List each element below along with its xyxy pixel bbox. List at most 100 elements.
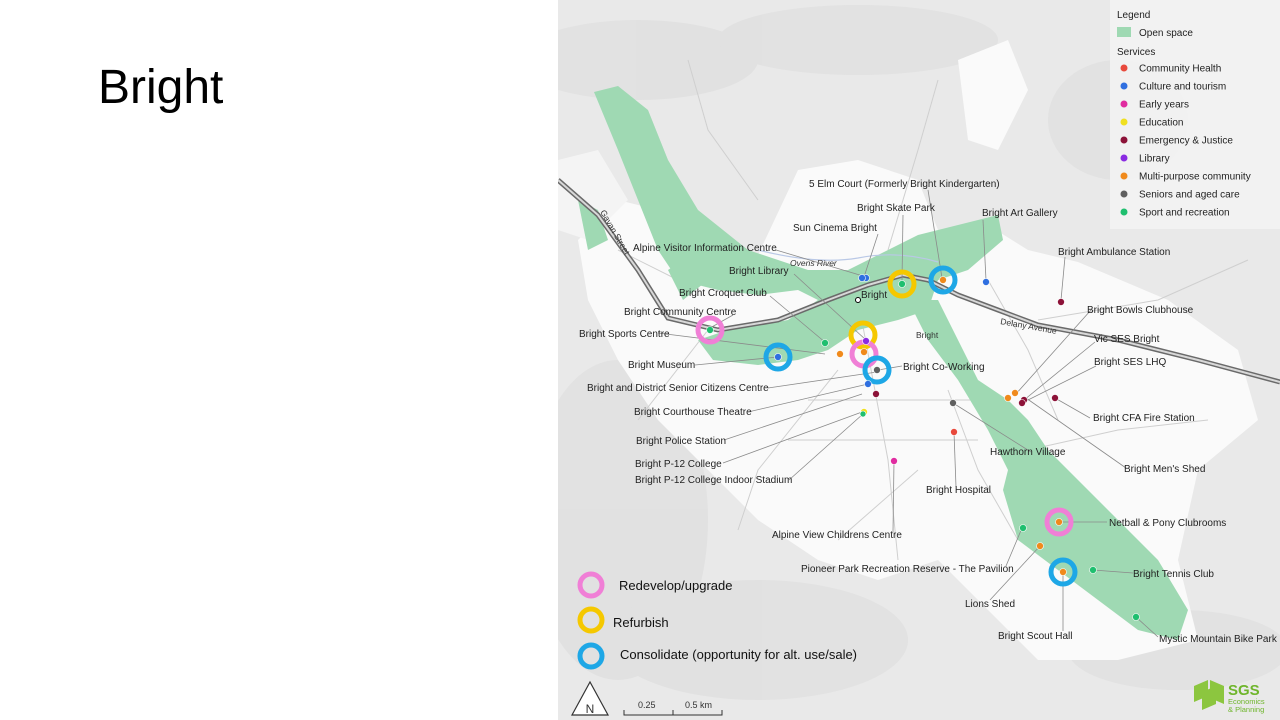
point-pioneer-park: [1019, 524, 1027, 532]
slide-title: Bright: [98, 61, 224, 114]
legend-service-label-3: Education: [1139, 118, 1183, 129]
point-visitor-centre: [858, 274, 866, 282]
legend-open-space-label: Open space: [1139, 28, 1193, 39]
ring-redevelop-community-centre: [695, 315, 725, 345]
ovens-river: [757, 249, 939, 263]
legend-swatch-6: [1120, 172, 1128, 180]
scale-bar: 0.25 0.5 km: [623, 700, 723, 716]
point-community-centre: [706, 326, 714, 334]
legend-swatch-8: [1120, 208, 1128, 216]
label-alpine-view-childrens-centre: Alpine View Childrens Centre: [772, 530, 902, 541]
legend-background: [1110, 0, 1280, 229]
legend-service-label-0: Community Health: [1139, 64, 1221, 75]
label-bright-library: Bright Library: [729, 266, 788, 277]
point-co-working: [873, 366, 881, 374]
legend-swatch-2: [1120, 100, 1128, 108]
label-bright-scout-hall: Bright Scout Hall: [998, 631, 1072, 642]
sgs-logo-line2: & Planning: [1228, 705, 1264, 714]
point-library: [862, 337, 870, 345]
ring-redevelop-netball: [1044, 507, 1074, 537]
legend-service-label-2: Early years: [1139, 100, 1189, 111]
label-bright-bowls-clubhouse: Bright Bowls Clubhouse: [1087, 305, 1194, 316]
label-bright-community-centre: Bright Community Centre: [624, 307, 737, 318]
label-bright-ses-lhq: Bright SES LHQ: [1094, 357, 1166, 368]
scale-bar-tick-1: 0.25: [638, 700, 656, 710]
label-bright-ambulance-station: Bright Ambulance Station: [1058, 247, 1170, 258]
point-lions-shed: [1036, 542, 1044, 550]
ring-consolidate-museum: [763, 342, 793, 372]
label-bright-skate-park: Bright Skate Park: [857, 203, 936, 214]
town-label: Bright: [861, 290, 887, 301]
label-bright-tennis-club: Bright Tennis Club: [1133, 569, 1214, 580]
ovens-river-label: Ovens River: [790, 258, 838, 268]
point-p12-stadium: [859, 410, 867, 418]
label-mystic-mountain-bike-park: Mystic Mountain Bike Park: [1159, 634, 1278, 645]
ring-consolidate-co-working: [862, 355, 892, 385]
label-bright-courthouse-theatre: Bright Courthouse Theatre: [634, 407, 752, 418]
point-5-elm-court: [939, 276, 947, 284]
point-art-gallery: [982, 278, 990, 286]
north-arrow-letter: N: [586, 702, 595, 716]
label-bright-hospital: Bright Hospital: [926, 485, 991, 496]
map: Gavan Street Delany Avenue Ovens River B…: [558, 0, 1280, 720]
main-road: [558, 178, 1280, 385]
point-hospital: [950, 428, 958, 436]
label-5-elm-court: 5 Elm Court (Formerly Bright Kindergarte…: [809, 179, 1000, 190]
point-police: [872, 390, 880, 398]
legend-swatch-1: [1120, 82, 1128, 90]
point-bowls: [1011, 389, 1019, 397]
legend-service-label-1: Culture and tourism: [1139, 82, 1226, 93]
label-netball-pony-clubrooms: Netball & Pony Clubrooms: [1109, 518, 1226, 529]
point-scout-hall: [1059, 568, 1067, 576]
point-central: [860, 348, 868, 356]
sgs-logo-line1: Economics: [1228, 697, 1265, 706]
legend: Legend Open space Services Community Hea…: [1110, 0, 1280, 229]
label-pioneer-park-pavilion: Pioneer Park Recreation Reserve - The Pa…: [801, 564, 1014, 575]
label-bright-mens-shed: Bright Men's Shed: [1124, 464, 1205, 475]
label-bright-art-gallery: Bright Art Gallery: [982, 208, 1058, 219]
action-rings: [695, 265, 1078, 587]
label-bright-museum: Bright Museum: [628, 360, 695, 371]
point-alpine-view: [890, 457, 898, 465]
point-cfa: [1051, 394, 1059, 402]
action-legend: Redevelop/upgrade Refurbish Consolidate …: [577, 571, 857, 670]
action-legend-redevelop-label: Redevelop/upgrade: [619, 578, 732, 593]
town-marker: [855, 297, 861, 303]
label-sun-cinema-bright: Sun Cinema Bright: [793, 223, 877, 234]
park-label: Bright: [916, 330, 939, 340]
action-legend-refurbish-label: Refurbish: [613, 615, 669, 630]
legend-service-label-4: Emergency & Justice: [1139, 136, 1233, 147]
point-netball: [1055, 518, 1063, 526]
label-lions-shed: Lions Shed: [965, 599, 1015, 610]
point-ses-lhq: [1018, 399, 1026, 407]
legend-service-label-5: Library: [1139, 154, 1170, 165]
point-ambulance: [1057, 298, 1065, 306]
label-bright-police-station: Bright Police Station: [636, 436, 726, 447]
legend-open-space-swatch: [1117, 27, 1131, 37]
sgs-logo-mark-icon: [1194, 680, 1224, 710]
action-legend-redevelop-ring: [577, 571, 605, 599]
legend-swatch-0: [1120, 64, 1128, 72]
urban-area-west: [558, 150, 628, 240]
ring-refurbish-library: [848, 320, 878, 350]
label-bright-sports-centre: Bright Sports Centre: [579, 329, 670, 340]
label-hawthorn-village: Hawthorn Village: [990, 447, 1066, 458]
legend-swatch-4: [1120, 136, 1128, 144]
action-legend-refurbish-ring: [577, 606, 605, 634]
label-bright-p12-college: Bright P-12 College: [635, 459, 722, 470]
urban-area-north: [958, 40, 1028, 150]
point-bike-park: [1132, 613, 1140, 621]
legend-service-label-7: Seniors and aged care: [1139, 190, 1240, 201]
ring-consolidate-scout-hall: [1048, 557, 1078, 587]
scale-bar-tick-2: 0.5 km: [685, 700, 712, 710]
ring-refurbish-skate-park: [887, 269, 917, 299]
label-vic-ses-bright: Vic SES Bright: [1094, 334, 1160, 345]
label-bright-co-working: Bright Co-Working: [903, 362, 985, 373]
minor-roads: [617, 59, 1249, 561]
label-bright-croquet-club: Bright Croquet Club: [679, 288, 767, 299]
point-skate-park: [898, 280, 906, 288]
sgs-logo: SGS Economics & Planning: [1194, 680, 1265, 714]
legend-swatch-5: [1120, 154, 1128, 162]
label-alpine-visitor-information-centre: Alpine Visitor Information Centre: [633, 243, 777, 254]
